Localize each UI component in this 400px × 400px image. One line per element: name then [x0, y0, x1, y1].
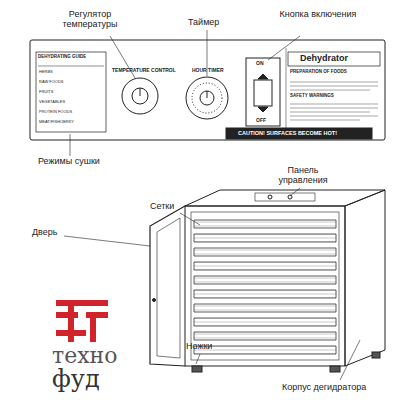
tray-grid	[194, 318, 336, 326]
tray-grid	[194, 290, 336, 298]
logo-text: фуд	[52, 366, 100, 392]
warning-text: CAUTION! SURFACES BECOME HOT!	[238, 130, 337, 136]
callout-label: Дверь	[32, 228, 57, 238]
logo-symbol	[56, 300, 108, 342]
panel-text: PREPARATION OF FOODS	[290, 70, 347, 75]
callout-label: Режимы сушки	[38, 157, 100, 167]
guide-row: VEGETABLES	[39, 100, 65, 104]
panel-text: TEMPERATURE CONTROL	[112, 68, 176, 74]
tray-grid	[194, 304, 336, 312]
switch-text: OFF	[256, 118, 266, 124]
guide-row: PROTEIN FOODS	[39, 110, 72, 114]
guide-row: MEAT/FISH/JERKY	[39, 120, 74, 124]
panel-text: DEHYDRATING GUIDE	[38, 55, 104, 60]
callout-label: Сетки	[150, 202, 174, 212]
guide-row: FRUITS	[39, 90, 53, 94]
tray-grid	[194, 234, 336, 242]
logo-text: техно	[52, 344, 118, 368]
tray-grid	[194, 220, 336, 228]
callout-label: Кнопка включения	[278, 10, 358, 20]
guide-row: RAW FOODS	[39, 80, 64, 84]
callout-label: Ножки	[186, 342, 212, 352]
tray-grid	[194, 332, 336, 340]
tray-grid	[194, 248, 336, 256]
panel-text: SAFETY WARNINGS	[290, 94, 334, 99]
panel-text: HOUR TIMER	[192, 68, 224, 74]
tray-grid	[194, 262, 336, 270]
guide-row: HERBS	[39, 70, 53, 74]
brand-text: Dehydrator	[300, 54, 348, 64]
callout-label: Панель управления	[268, 166, 338, 186]
tray-grid	[194, 276, 336, 284]
callout-label: Корпус дегидратора	[282, 383, 366, 393]
switch-text: ON	[256, 61, 264, 67]
callout-label: Регулятор температуры	[55, 10, 125, 30]
tray-grid	[194, 346, 336, 354]
callout-label: Таймер	[188, 18, 219, 28]
